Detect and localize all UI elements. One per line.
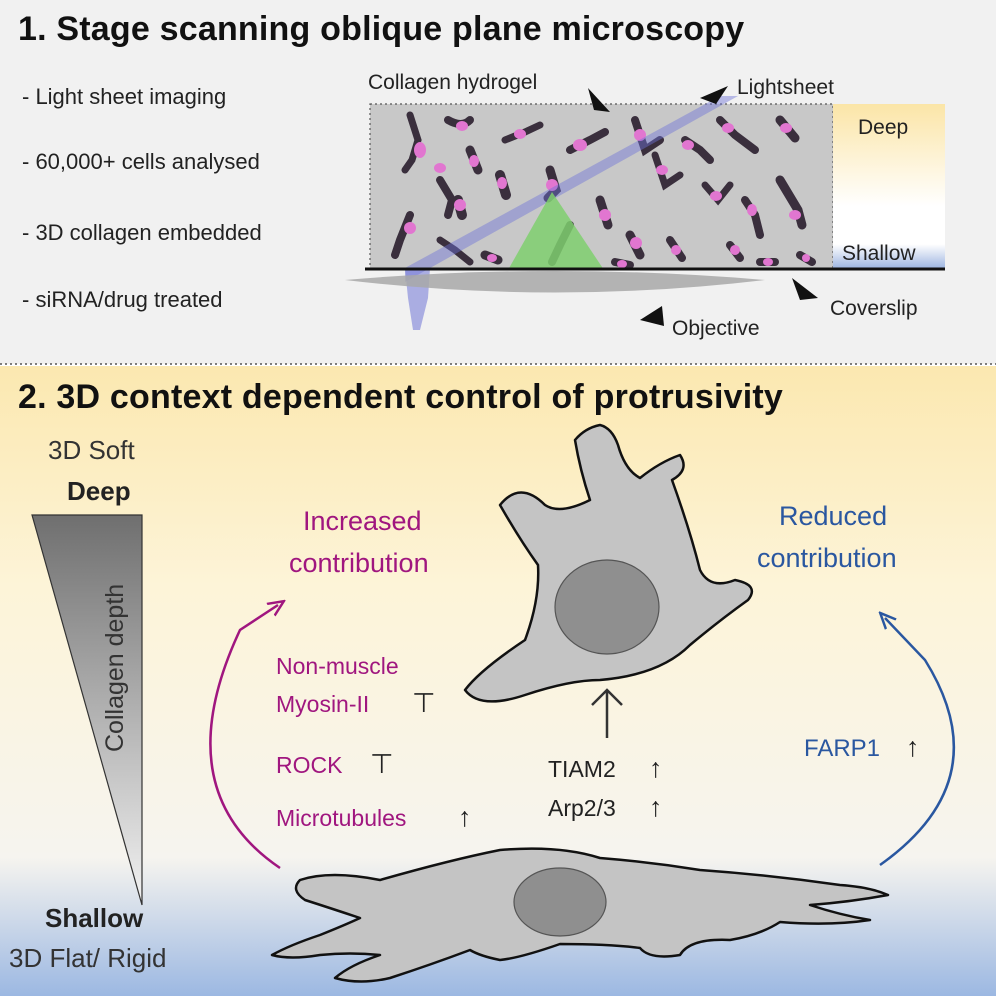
increased-line1: Increased: [303, 506, 422, 536]
factor-farp1: FARP1: [804, 735, 881, 762]
up-arrow-tiam2: ↑: [649, 753, 663, 783]
label-3d-soft: 3D Soft: [48, 435, 135, 465]
axis-collagen-depth: Collagen depth: [101, 583, 129, 752]
flat-cell-nucleus: [513, 867, 607, 937]
reduced-line2: contribution: [757, 543, 897, 573]
section2-title: 2. 3D context dependent control of protr…: [18, 378, 784, 416]
up-arrow-farp1: ↑: [906, 732, 920, 762]
depth-wedge: [31, 514, 143, 906]
label-lightsheet: Lightsheet: [737, 76, 834, 99]
factor-rock: ROCK: [276, 752, 343, 778]
factor-myosin-ii: Myosin-II: [276, 691, 370, 717]
label-shallow-bold: Shallow: [45, 903, 144, 933]
bullet-sirna: - siRNA/drug treated: [22, 287, 223, 312]
bullet-cells-analysed: - 60,000+ cells analysed: [22, 149, 260, 174]
section1-title: 1. Stage scanning oblique plane microsco…: [18, 10, 745, 48]
lightsheet-beam: [405, 96, 738, 282]
hydrogel-pointer: [588, 88, 610, 112]
lightsheet-pointer: [700, 86, 728, 104]
label-deep-bold: Deep: [67, 476, 131, 506]
objective-lens: [345, 271, 765, 293]
factor-microtubules: Microtubules: [276, 805, 407, 831]
depth-gradient: [833, 104, 945, 269]
bullet-collagen: - 3D collagen embedded: [22, 220, 262, 245]
factor-non-muscle: Non-muscle: [276, 653, 399, 679]
up-arrow-microtubules: ↑: [458, 802, 472, 832]
label-3d-flat-rigid: 3D Flat/ Rigid: [9, 943, 167, 973]
objective-pointer: [640, 306, 664, 326]
factor-tiam2: TIAM2: [548, 756, 616, 782]
coverslip-pointer: [792, 278, 818, 300]
label-deep: Deep: [858, 116, 909, 139]
reduced-arrow: [880, 618, 955, 867]
increased-line2: contribution: [289, 548, 429, 578]
bullet-light-sheet: - Light sheet imaging: [22, 84, 227, 109]
soft-cell-nucleus: [554, 559, 660, 655]
label-objective: Objective: [672, 317, 760, 340]
center-up-arrow: [591, 688, 623, 738]
label-coverslip: Coverslip: [830, 297, 918, 320]
up-arrow-arp23: ↑: [649, 792, 663, 822]
inhibit-symbol-myosin: ⊤: [412, 688, 436, 718]
factor-arp23: Arp2/3: [548, 795, 616, 821]
microscopy-schematic: [345, 86, 945, 330]
detection-cone: [508, 192, 604, 270]
label-collagen-hydrogel: Collagen hydrogel: [368, 71, 538, 94]
increased-arrow: [209, 605, 280, 870]
label-shallow: Shallow: [842, 242, 916, 265]
inhibit-symbol-rock: ⊤: [370, 749, 394, 779]
reduced-line1: Reduced: [779, 501, 888, 531]
